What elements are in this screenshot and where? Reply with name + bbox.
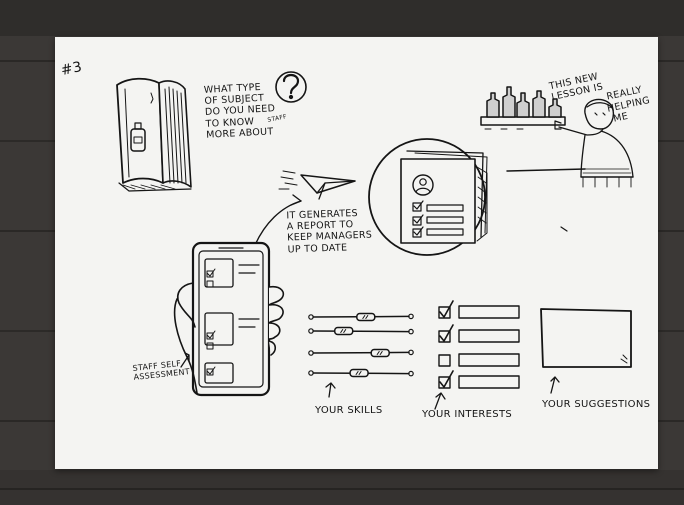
interest-field <box>458 353 520 367</box>
interest-checkbox <box>438 376 451 389</box>
slider-end <box>308 314 314 320</box>
slider-end <box>308 328 314 334</box>
suggestions-box <box>540 308 632 368</box>
interest-field <box>458 305 520 319</box>
interests-label: YOUR INTERESTS <box>422 409 513 420</box>
ink-mark <box>560 226 568 232</box>
check-mark-icon <box>439 300 454 318</box>
slider-track <box>312 330 410 333</box>
slider-knob <box>333 326 354 336</box>
arrow-head <box>290 194 302 206</box>
slider-track <box>312 351 410 354</box>
sketch-drawing <box>116 71 634 410</box>
report-document-icon <box>368 138 488 256</box>
slider-knob <box>349 368 369 378</box>
suggestions-label: YOUR SUGGESTIONS <box>542 399 651 410</box>
slider-end <box>408 313 414 320</box>
interest-checkbox <box>438 306 451 319</box>
interest-checkbox <box>438 330 451 343</box>
slider-knob-grip <box>340 329 347 333</box>
slider-end <box>308 370 314 376</box>
arrow-to-phone <box>180 352 190 368</box>
book-icon <box>116 77 192 192</box>
interest-checkbox <box>438 354 451 367</box>
slider-end <box>408 328 414 335</box>
check-mark-icon <box>439 370 454 388</box>
arrow-to-suggestions <box>550 376 560 394</box>
bar-counter-line <box>506 168 586 172</box>
paper-plane-icon <box>278 170 356 200</box>
check-mark-icon <box>439 324 454 342</box>
book-question-note: WHAT TYPE OF SUBJECT DO YOU NEED TO KNOW… <box>204 81 288 141</box>
interest-field <box>458 329 520 343</box>
slider-knob <box>356 312 376 322</box>
skills-label: YOUR SKILLS <box>315 405 383 416</box>
interest-field <box>458 375 520 389</box>
report-note: IT GENERATES A REPORT TO KEEP MANAGERS U… <box>286 208 373 256</box>
smartphone-icon <box>191 241 271 397</box>
skills-sliders <box>308 312 414 378</box>
slider-knob-grip <box>362 315 369 319</box>
slider-knob <box>370 348 390 358</box>
slider-end <box>408 370 414 377</box>
slider-knob-grip <box>376 351 383 355</box>
slider-end <box>408 349 414 356</box>
bar-shelf-with-bottles <box>480 86 566 130</box>
slider-end <box>308 350 314 356</box>
bartender-figure <box>554 98 634 188</box>
arrow-to-interests <box>434 392 446 410</box>
slider-knob-grip <box>355 371 362 375</box>
paper-sheet: #3 WHAT TYPE OF SUBJECT DO YOU NEED TO K… <box>55 37 658 469</box>
interests-checklist <box>438 300 520 389</box>
question-mark-icon <box>275 71 307 103</box>
arrow-to-skills <box>325 382 336 398</box>
